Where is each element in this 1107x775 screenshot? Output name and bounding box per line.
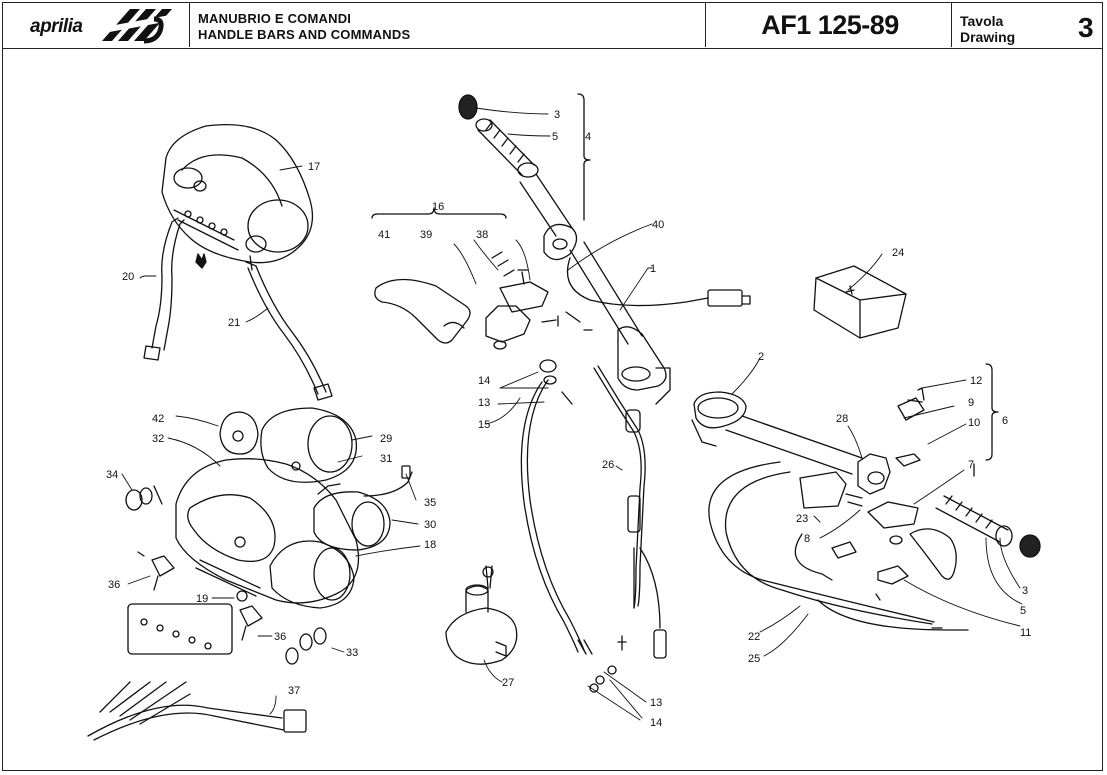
tacho-cable bbox=[247, 267, 319, 395]
title-cell bbox=[190, 2, 706, 47]
callout-32: 32 bbox=[152, 433, 164, 445]
throttle-assembly-drawing bbox=[799, 363, 1041, 601]
callout-35: 35 bbox=[424, 497, 436, 509]
left-handlebar-drawing bbox=[458, 93, 751, 405]
callout-38: 38 bbox=[476, 229, 488, 241]
callout-9: 9 bbox=[968, 397, 974, 409]
callout-36-left: 36 bbox=[108, 579, 120, 591]
callout-31: 31 bbox=[380, 453, 392, 465]
callout-29: 29 bbox=[380, 433, 392, 445]
callout-10: 10 bbox=[968, 417, 980, 429]
callout-6: 6 bbox=[1002, 415, 1008, 427]
logo-cell: aprilia bbox=[2, 2, 190, 47]
hand-icon bbox=[195, 253, 207, 269]
callout-22: 22 bbox=[748, 631, 760, 643]
callout-21: 21 bbox=[228, 317, 240, 329]
drawing-label: Drawing bbox=[960, 29, 1016, 45]
callout-18: 18 bbox=[424, 539, 436, 551]
callout-33: 33 bbox=[346, 647, 358, 659]
callout-13-bottom: 13 bbox=[650, 697, 662, 709]
callout-26: 26 bbox=[602, 459, 614, 471]
callout-23: 23 bbox=[796, 513, 808, 525]
callout-11: 11 bbox=[1020, 627, 1031, 639]
callout-1: 1 bbox=[650, 263, 656, 275]
callout-25: 25 bbox=[748, 653, 760, 665]
callout-16: 16 bbox=[432, 201, 444, 213]
callout-30: 30 bbox=[424, 519, 436, 531]
brake-lever-drawing bbox=[371, 207, 593, 350]
instrument-cluster-drawing bbox=[87, 407, 413, 741]
callout-28: 28 bbox=[836, 413, 848, 425]
callout-14-top: 14 bbox=[478, 375, 490, 387]
callout-17: 17 bbox=[308, 161, 320, 173]
callout-34: 34 bbox=[106, 469, 118, 481]
callout-8: 8 bbox=[804, 533, 810, 545]
callout-12: 12 bbox=[970, 375, 982, 387]
callout-7: 7 bbox=[968, 459, 974, 471]
callout-42: 42 bbox=[152, 413, 164, 425]
ignition-switch-drawing bbox=[445, 565, 518, 665]
right-clip-on-drawing bbox=[691, 391, 863, 475]
choke-cable bbox=[593, 367, 642, 609]
speedo-cable bbox=[151, 217, 179, 349]
callout-40: 40 bbox=[652, 219, 664, 231]
callout-39: 39 bbox=[420, 229, 432, 241]
callout-36-bottom: 36 bbox=[274, 631, 286, 643]
tavola-label: Tavola bbox=[960, 13, 1004, 29]
callout-20: 20 bbox=[122, 271, 134, 283]
aprilia-logo-icon bbox=[102, 9, 172, 44]
callout-2: 2 bbox=[758, 351, 764, 363]
callout-15: 15 bbox=[478, 419, 490, 431]
callout-14-bottom: 14 bbox=[650, 717, 662, 729]
model-cell bbox=[706, 2, 952, 47]
callout-5-left: 5 bbox=[552, 131, 558, 143]
sheet-number: 3 bbox=[1078, 12, 1094, 43]
throttle-cable-22 bbox=[708, 461, 935, 623]
model-code: AF1 125-89 bbox=[761, 10, 899, 40]
callout-41: 41 bbox=[378, 229, 390, 241]
callout-19: 19 bbox=[196, 593, 208, 605]
leader-lines bbox=[121, 107, 1023, 721]
callout-3-left: 3 bbox=[554, 109, 560, 121]
parts-bag-drawing bbox=[813, 265, 907, 339]
clutch-cable bbox=[520, 381, 579, 653]
callout-27: 27 bbox=[502, 677, 514, 689]
callout-4: 4 bbox=[585, 131, 591, 143]
callout-5-right: 5 bbox=[1020, 605, 1026, 617]
brand-name: aprilia bbox=[30, 16, 83, 37]
title-italian: MANUBRIO E COMANDI bbox=[198, 11, 352, 26]
instrument-housing-drawing bbox=[161, 123, 314, 271]
callout-labels: 3 5 4 40 1 16 41 39 38 17 20 21 24 2 12 … bbox=[106, 109, 1031, 729]
callout-3-right: 3 bbox=[1022, 585, 1028, 597]
title-block: aprilia MANUBRIO E COMANDI HANDLE BARS A… bbox=[2, 2, 1103, 49]
title-english: HANDLE BARS AND COMMANDS bbox=[198, 27, 411, 42]
callout-13-top: 13 bbox=[478, 397, 490, 409]
callout-37: 37 bbox=[288, 685, 300, 697]
callout-24: 24 bbox=[892, 247, 904, 259]
